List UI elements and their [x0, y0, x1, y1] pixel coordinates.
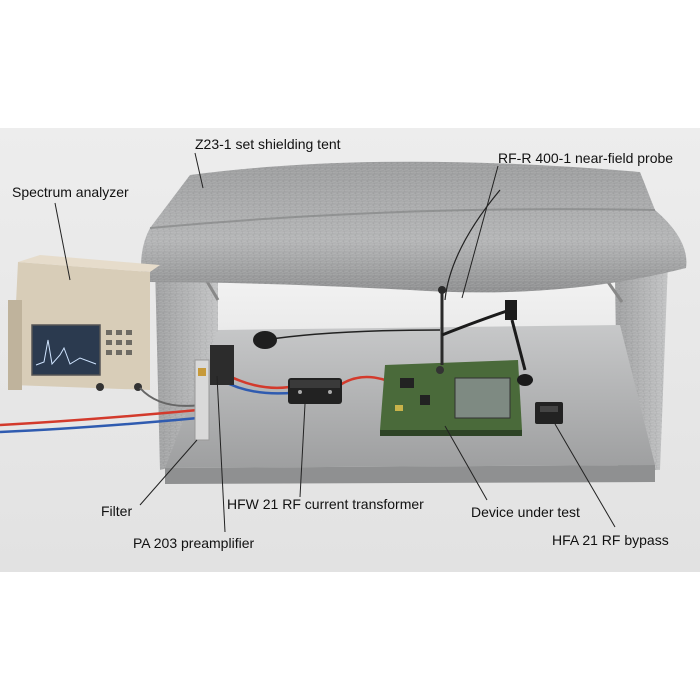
spectrum-analyzer	[8, 255, 160, 391]
preamplifier-module	[210, 331, 277, 385]
analyzer-keypad	[106, 330, 132, 355]
device-under-test	[380, 360, 522, 436]
label-near-field-probe: RF-R 400-1 near-field probe	[498, 150, 674, 166]
label-rf-bypass: HFA 21 RF bypass	[552, 532, 669, 548]
analyzer-screen	[31, 324, 101, 376]
label-current-transformer: HFW 21 RF current transformer	[227, 496, 424, 512]
label-filter: Filter	[101, 503, 133, 519]
label-preamplifier: PA 203 preamplifier	[133, 535, 255, 551]
current-transformer	[288, 378, 342, 404]
filter-module	[194, 359, 210, 441]
leader-lines	[54, 152, 616, 533]
near-field-probe	[438, 286, 533, 386]
label-shielding-tent: Z23-1 set shielding tent	[195, 136, 341, 152]
label-spectrum-analyzer: Spectrum analyzer	[12, 184, 129, 200]
rf-bypass	[535, 402, 563, 424]
label-device-under-test: Device under test	[471, 504, 580, 520]
